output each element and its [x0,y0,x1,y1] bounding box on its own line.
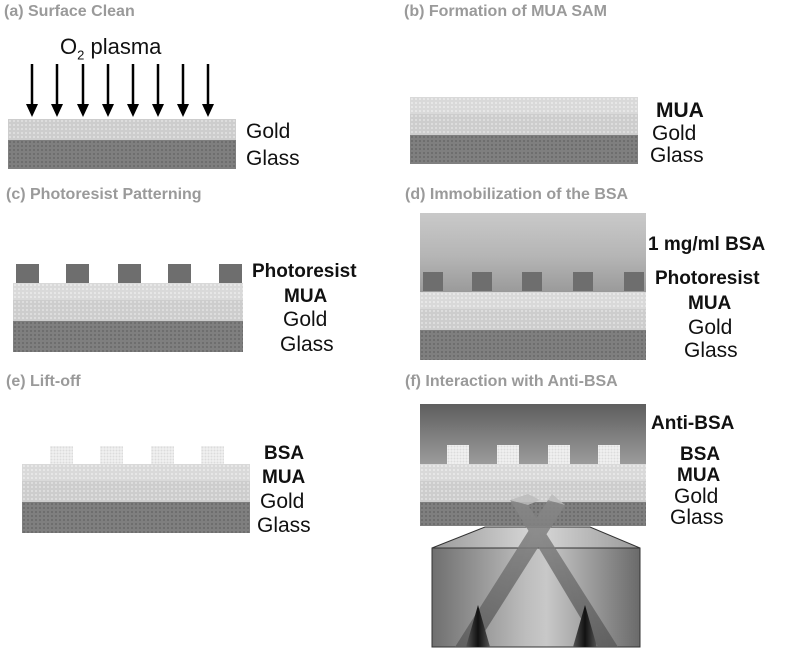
label-anti-bsa: Anti-BSA [651,413,735,434]
label-bsa: BSA [680,444,721,465]
mua-layer [22,464,250,481]
photoresist-block [219,264,242,283]
panel-f-title: (f) Interaction with Anti-BSA [405,373,618,390]
photoresist-block [522,272,542,291]
mua-layer [420,464,646,481]
photoresist-block [66,264,89,283]
photoresist-block [472,272,492,291]
gold-layer [420,481,646,502]
bsa-block [497,445,519,464]
glass-layer [8,140,236,169]
label-glass: Glass [280,333,334,356]
plasma-label: O2 plasma [60,34,162,63]
bsa-block [151,446,174,464]
panel-c-title: (c) Photoresist Patterning [6,186,202,203]
glass-layer [410,135,638,164]
panel-e-title: (e) Lift-off [6,373,81,390]
label-gold: Gold [246,120,291,143]
bsa-block [548,445,570,464]
label-gold: Gold [674,485,719,508]
mua-layer [13,283,243,300]
photoresist-block [118,264,141,283]
label-mua: MUA [656,99,704,122]
panel-d-title: (d) Immobilization of the BSA [405,186,629,203]
photoresist-block [624,272,644,291]
bsa-block [100,446,123,464]
glass-layer [22,502,250,533]
glass-layer [13,321,243,352]
prism-front [431,547,641,648]
label-glass: Glass [650,144,704,167]
photoresist-block [573,272,593,291]
bsa-block [201,446,224,464]
label-mua: MUA [688,293,732,314]
bsa-block [598,445,620,464]
down-arrow-icon [26,64,214,117]
label-gold: Gold [652,122,697,145]
plasma-label-tail: plasma [84,34,162,59]
mua-layer [410,97,638,114]
photoresist-block [16,264,39,283]
gold-layer [410,114,638,135]
light-beam-icon [455,494,618,647]
label-glass: Glass [246,147,300,170]
label-glass: Glass [684,339,738,362]
light-cone-right [573,605,597,647]
label-mua: MUA [262,467,306,488]
label-gold: Gold [260,490,305,513]
label-gold: Gold [688,316,733,339]
label-photoresist: Photoresist [655,268,760,289]
mua-layer [420,292,646,309]
gold-layer [420,309,646,330]
plasma-label-sub: 2 [77,47,85,63]
label-bsa-solution: 1 mg/ml BSA [648,234,766,255]
gold-layer [13,300,243,321]
label-photoresist: Photoresist [252,261,357,282]
plasma-label-o: O [60,34,78,59]
photoresist-block [168,264,191,283]
light-cone-left [466,605,490,647]
photoresist-block [423,272,443,291]
label-bsa: BSA [264,443,305,464]
label-gold: Gold [283,308,328,331]
label-mua: MUA [284,286,328,307]
label-mua: MUA [677,465,721,486]
gold-layer [8,119,236,140]
gold-layer [22,481,250,502]
panel-b-title: (b) Formation of MUA SAM [404,3,607,20]
panel-a-title: (a) Surface Clean [4,3,135,20]
bsa-block [50,446,73,464]
glass-layer [420,330,646,360]
bsa-block [447,445,469,464]
label-glass: Glass [257,514,311,537]
label-glass: Glass [670,506,724,529]
